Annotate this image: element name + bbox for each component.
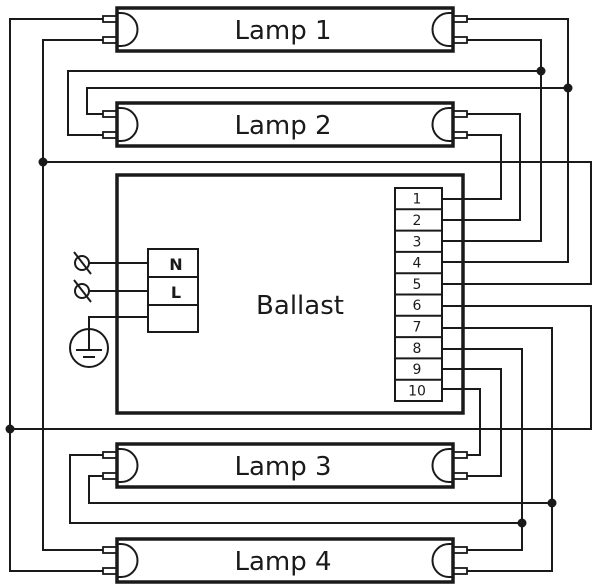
junction-dot [38, 157, 48, 167]
lamp-pin [102, 472, 118, 480]
lamp-end-cap [431, 107, 453, 142]
lamp-pin [452, 15, 468, 23]
ballast-label: Ballast [256, 291, 344, 321]
output-terminal-block: 1 2 3 4 5 6 7 8 9 10 [394, 187, 443, 402]
lamp-1: Lamp 1 [102, 6, 468, 53]
wire-junction-to-lamp2-left-top [86, 87, 568, 115]
lamp-label: Lamp 4 [234, 547, 331, 577]
lamp-pin [452, 110, 468, 118]
wire-lamp1-right-bottom-to-terminal-3 [437, 39, 542, 242]
lamp-pin [452, 567, 468, 575]
wire-ground [88, 316, 155, 350]
earth-ground-icon [69, 328, 109, 368]
wire-junction-to-lamp2-left-bottom [67, 70, 541, 136]
lamp-pin [102, 36, 118, 44]
terminal-number: 9 [413, 362, 422, 378]
lamp-pin [452, 546, 468, 554]
junction-dot [563, 83, 573, 93]
wire-terminal-7-to-lamp4-right-bottom [437, 327, 553, 572]
wire-terminal-5-to-junction [43, 161, 592, 285]
wire-lamp1-right-top-to-terminal-4 [437, 18, 569, 263]
terminal-number: 6 [413, 298, 422, 314]
lamp-tube [115, 537, 455, 584]
wire-lamp1-left-bottom-to-lamp4-left-top [42, 39, 103, 551]
lamp-2: Lamp 2 [102, 101, 468, 148]
wires [9, 18, 592, 572]
junction-dot [547, 498, 557, 508]
lamp-tube [115, 6, 455, 53]
lamp-pin [102, 131, 118, 139]
lamp-end-cap [117, 107, 139, 142]
wire-lamp2-right-top-to-terminal-2 [437, 113, 521, 221]
lamp-pin [102, 546, 118, 554]
terminal-number: 10 [408, 383, 426, 399]
lamp-end-cap [117, 543, 139, 578]
terminal-number: 5 [413, 277, 422, 293]
terminal-number: 1 [413, 192, 422, 208]
lamp-pin [102, 110, 118, 118]
wire-lamp1-left-top-to-lamp4-left-bottom [9, 18, 103, 572]
terminal-number: 8 [413, 341, 422, 357]
lamp-label: Lamp 1 [234, 16, 331, 46]
terminal-number: 7 [413, 319, 422, 335]
terminal-number: 4 [413, 256, 422, 272]
line-terminal-label: L [171, 283, 181, 302]
lamp-end-cap [431, 12, 453, 47]
lamp-pin [452, 472, 468, 480]
wire-lamp2-right-bottom-to-terminal-1 [437, 134, 502, 200]
lamp-pin [102, 451, 118, 459]
ballast-box [115, 173, 465, 415]
junction-dot [517, 518, 527, 528]
lamp-4: Lamp 4 [102, 537, 468, 584]
wire-terminal-6-to-junction [10, 305, 592, 430]
wire-terminal-8-to-lamp4-right-top [437, 348, 523, 551]
terminal-number: 3 [413, 234, 422, 250]
lamp-tube [115, 101, 455, 148]
lamp-end-cap [117, 448, 139, 483]
neutral-terminal-label: N [169, 255, 182, 274]
lamp-pin [452, 36, 468, 44]
lamp-end-cap [431, 543, 453, 578]
lamp-pin [452, 131, 468, 139]
terminal-number: 2 [413, 213, 422, 229]
lamp-label: Lamp 3 [234, 452, 331, 482]
lamp-end-cap [117, 12, 139, 47]
junction-dots [5, 66, 573, 528]
wire-terminal-10-to-lamp3-right-top [437, 388, 481, 456]
wire-junction-to-lamp3-left-top [69, 454, 522, 524]
input-terminal-block: N L [147, 248, 199, 333]
lamp-pin [102, 567, 118, 575]
junction-dot [536, 66, 546, 76]
lamp-end-cap [431, 448, 453, 483]
junction-dot [5, 424, 15, 434]
input-block-frame [147, 248, 199, 333]
lamp-tube [115, 442, 455, 489]
lamp-label: Lamp 2 [234, 111, 331, 141]
lamp-pin [102, 15, 118, 23]
wire-terminal-9-to-lamp3-right-bottom [437, 368, 502, 477]
screw-terminal-icon [73, 251, 92, 275]
lamp-pin [452, 451, 468, 459]
ballast: Ballast 1 2 3 4 5 6 7 8 9 10 N L [115, 173, 465, 415]
lamp-3: Lamp 3 [102, 442, 468, 489]
wire-junction-to-lamp3-left-bottom [88, 475, 552, 504]
screw-terminal-icon [73, 279, 92, 303]
